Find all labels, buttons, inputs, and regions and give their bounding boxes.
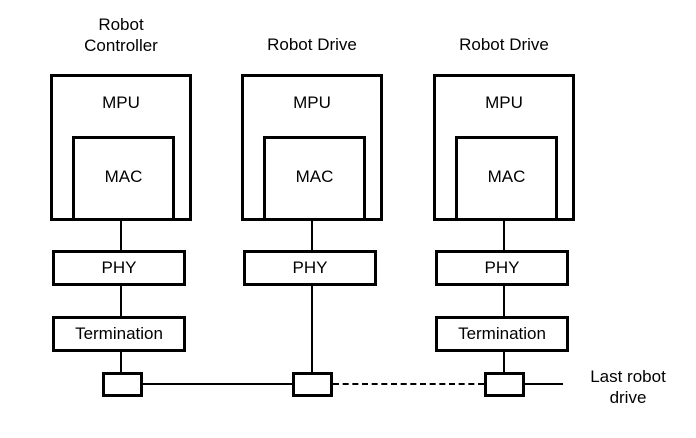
phy-label: PHY (484, 258, 520, 277)
termination-label: Termination (458, 324, 546, 343)
bus-segment-solid (143, 383, 292, 385)
column-title-robot-controller: Robot Controller (84, 15, 158, 55)
connector-phy-to-termination-robot-controller (120, 286, 122, 317)
mpu-label: MPU (293, 93, 331, 112)
mac-box-robot-drive-2: MAC (455, 136, 558, 221)
connector-phy-to-bus-robot-drive-1 (311, 286, 313, 373)
phy-box-robot-drive-2: PHY (435, 250, 569, 286)
termination-box-robot-controller: Termination (52, 316, 186, 352)
termination-box-robot-drive-2: Termination (435, 316, 569, 352)
termination-label: Termination (75, 324, 163, 343)
mac-label: MAC (295, 167, 334, 186)
bus-segment-dashed (333, 383, 484, 385)
connector-mpu-to-phy-robot-drive-1 (311, 221, 313, 251)
mac-label: MAC (104, 167, 143, 186)
mac-box-robot-controller: MAC (72, 136, 175, 221)
connector-mpu-to-phy-robot-drive-2 (503, 221, 505, 251)
phy-box-robot-controller: PHY (52, 250, 186, 286)
mac-label: MAC (487, 167, 526, 186)
bus-connector-robot-drive-1 (292, 372, 333, 397)
mpu-label: MPU (102, 93, 140, 112)
bus-connector-robot-controller (102, 372, 143, 397)
connector-termination-to-bus-robot-drive-2 (503, 352, 505, 373)
connector-termination-to-bus-robot-controller (120, 352, 122, 373)
mpu-label: MPU (485, 93, 523, 112)
last-robot-drive-label: Last robot drive (590, 367, 666, 407)
mac-box-robot-drive-1: MAC (263, 136, 366, 221)
column-title-robot-drive-2: Robot Drive (459, 35, 549, 54)
bus-segment-end-stub (525, 383, 563, 385)
phy-box-robot-drive-1: PHY (243, 250, 377, 286)
phy-label: PHY (292, 258, 328, 277)
column-title-robot-drive-1: Robot Drive (267, 35, 357, 54)
connector-phy-to-termination-robot-drive-2 (503, 286, 505, 317)
connector-mpu-to-phy-robot-controller (120, 221, 122, 251)
phy-label: PHY (101, 258, 137, 277)
bus-connector-robot-drive-2 (484, 372, 525, 397)
